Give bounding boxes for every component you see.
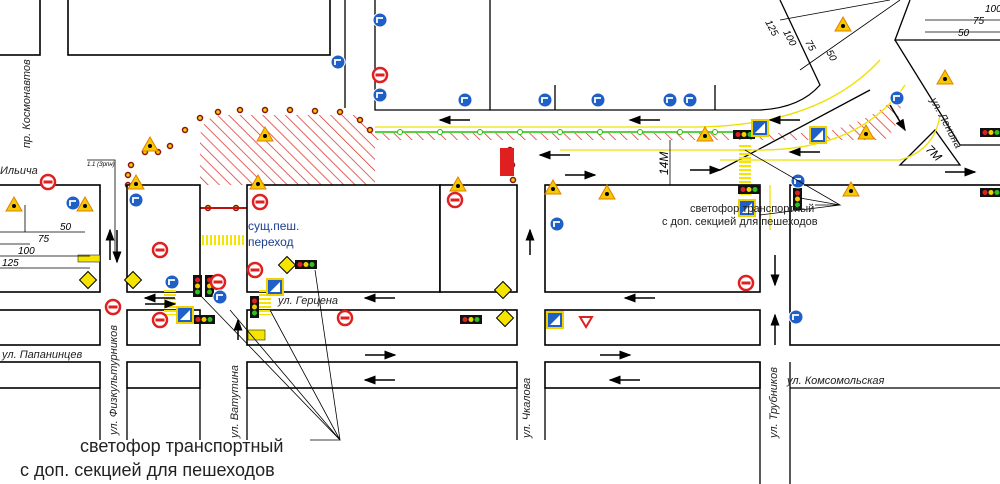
dim-left-100: 100 [18, 246, 35, 257]
hatched-zone [200, 115, 375, 185]
street-fizkulturnikov: ул. Физкультурников [108, 325, 120, 436]
street-chkalova: ул. Чкалова [521, 378, 533, 439]
dim-left-75: 75 [38, 234, 50, 245]
sign-note: 1.1 (Зрпн) [87, 162, 115, 168]
street-ilicha: Ильича [0, 165, 38, 177]
street-vatutina: ул. Ватутина [229, 365, 241, 439]
street-gertsena: ул. Герцена [277, 295, 338, 307]
traffic-arrows [105, 104, 977, 385]
dim-diag-125: 125 [762, 18, 780, 38]
hatched-curve [820, 90, 901, 140]
street-komsomolskaya: ул. Комсомольская [786, 375, 885, 387]
leader-lines [0, 0, 1000, 441]
road-signs [5, 12, 954, 341]
dim-diag-75: 75 [802, 38, 817, 53]
dim-top-100: 100 [985, 4, 1000, 15]
hatched-strip [375, 133, 875, 140]
dim-left-50: 50 [60, 222, 72, 233]
crossing-label-2: переход [248, 235, 294, 249]
note-bottom-1: светофор транспортный [80, 436, 283, 456]
street-trubnikov: ул. Трубников [768, 367, 780, 439]
dim-top-75: 75 [973, 16, 985, 27]
width-main: 14М [657, 152, 671, 175]
note-bottom-2: с доп. секцией для пешеходов [20, 460, 275, 480]
street-papanintsev: ул. Папанинцев [1, 349, 82, 361]
dim-top-50: 50 [958, 28, 970, 39]
note-right-2: с доп. секцией для пешеходов [662, 216, 818, 228]
note-right-1: светофор транспортный [690, 203, 814, 215]
dim-diag-50: 50 [823, 48, 838, 63]
dim-left-125: 125 [2, 258, 19, 269]
street-kosmonavtov: пр. Космонавтов [21, 59, 33, 148]
crossing-label-1: сущ.пеш. [248, 219, 299, 233]
